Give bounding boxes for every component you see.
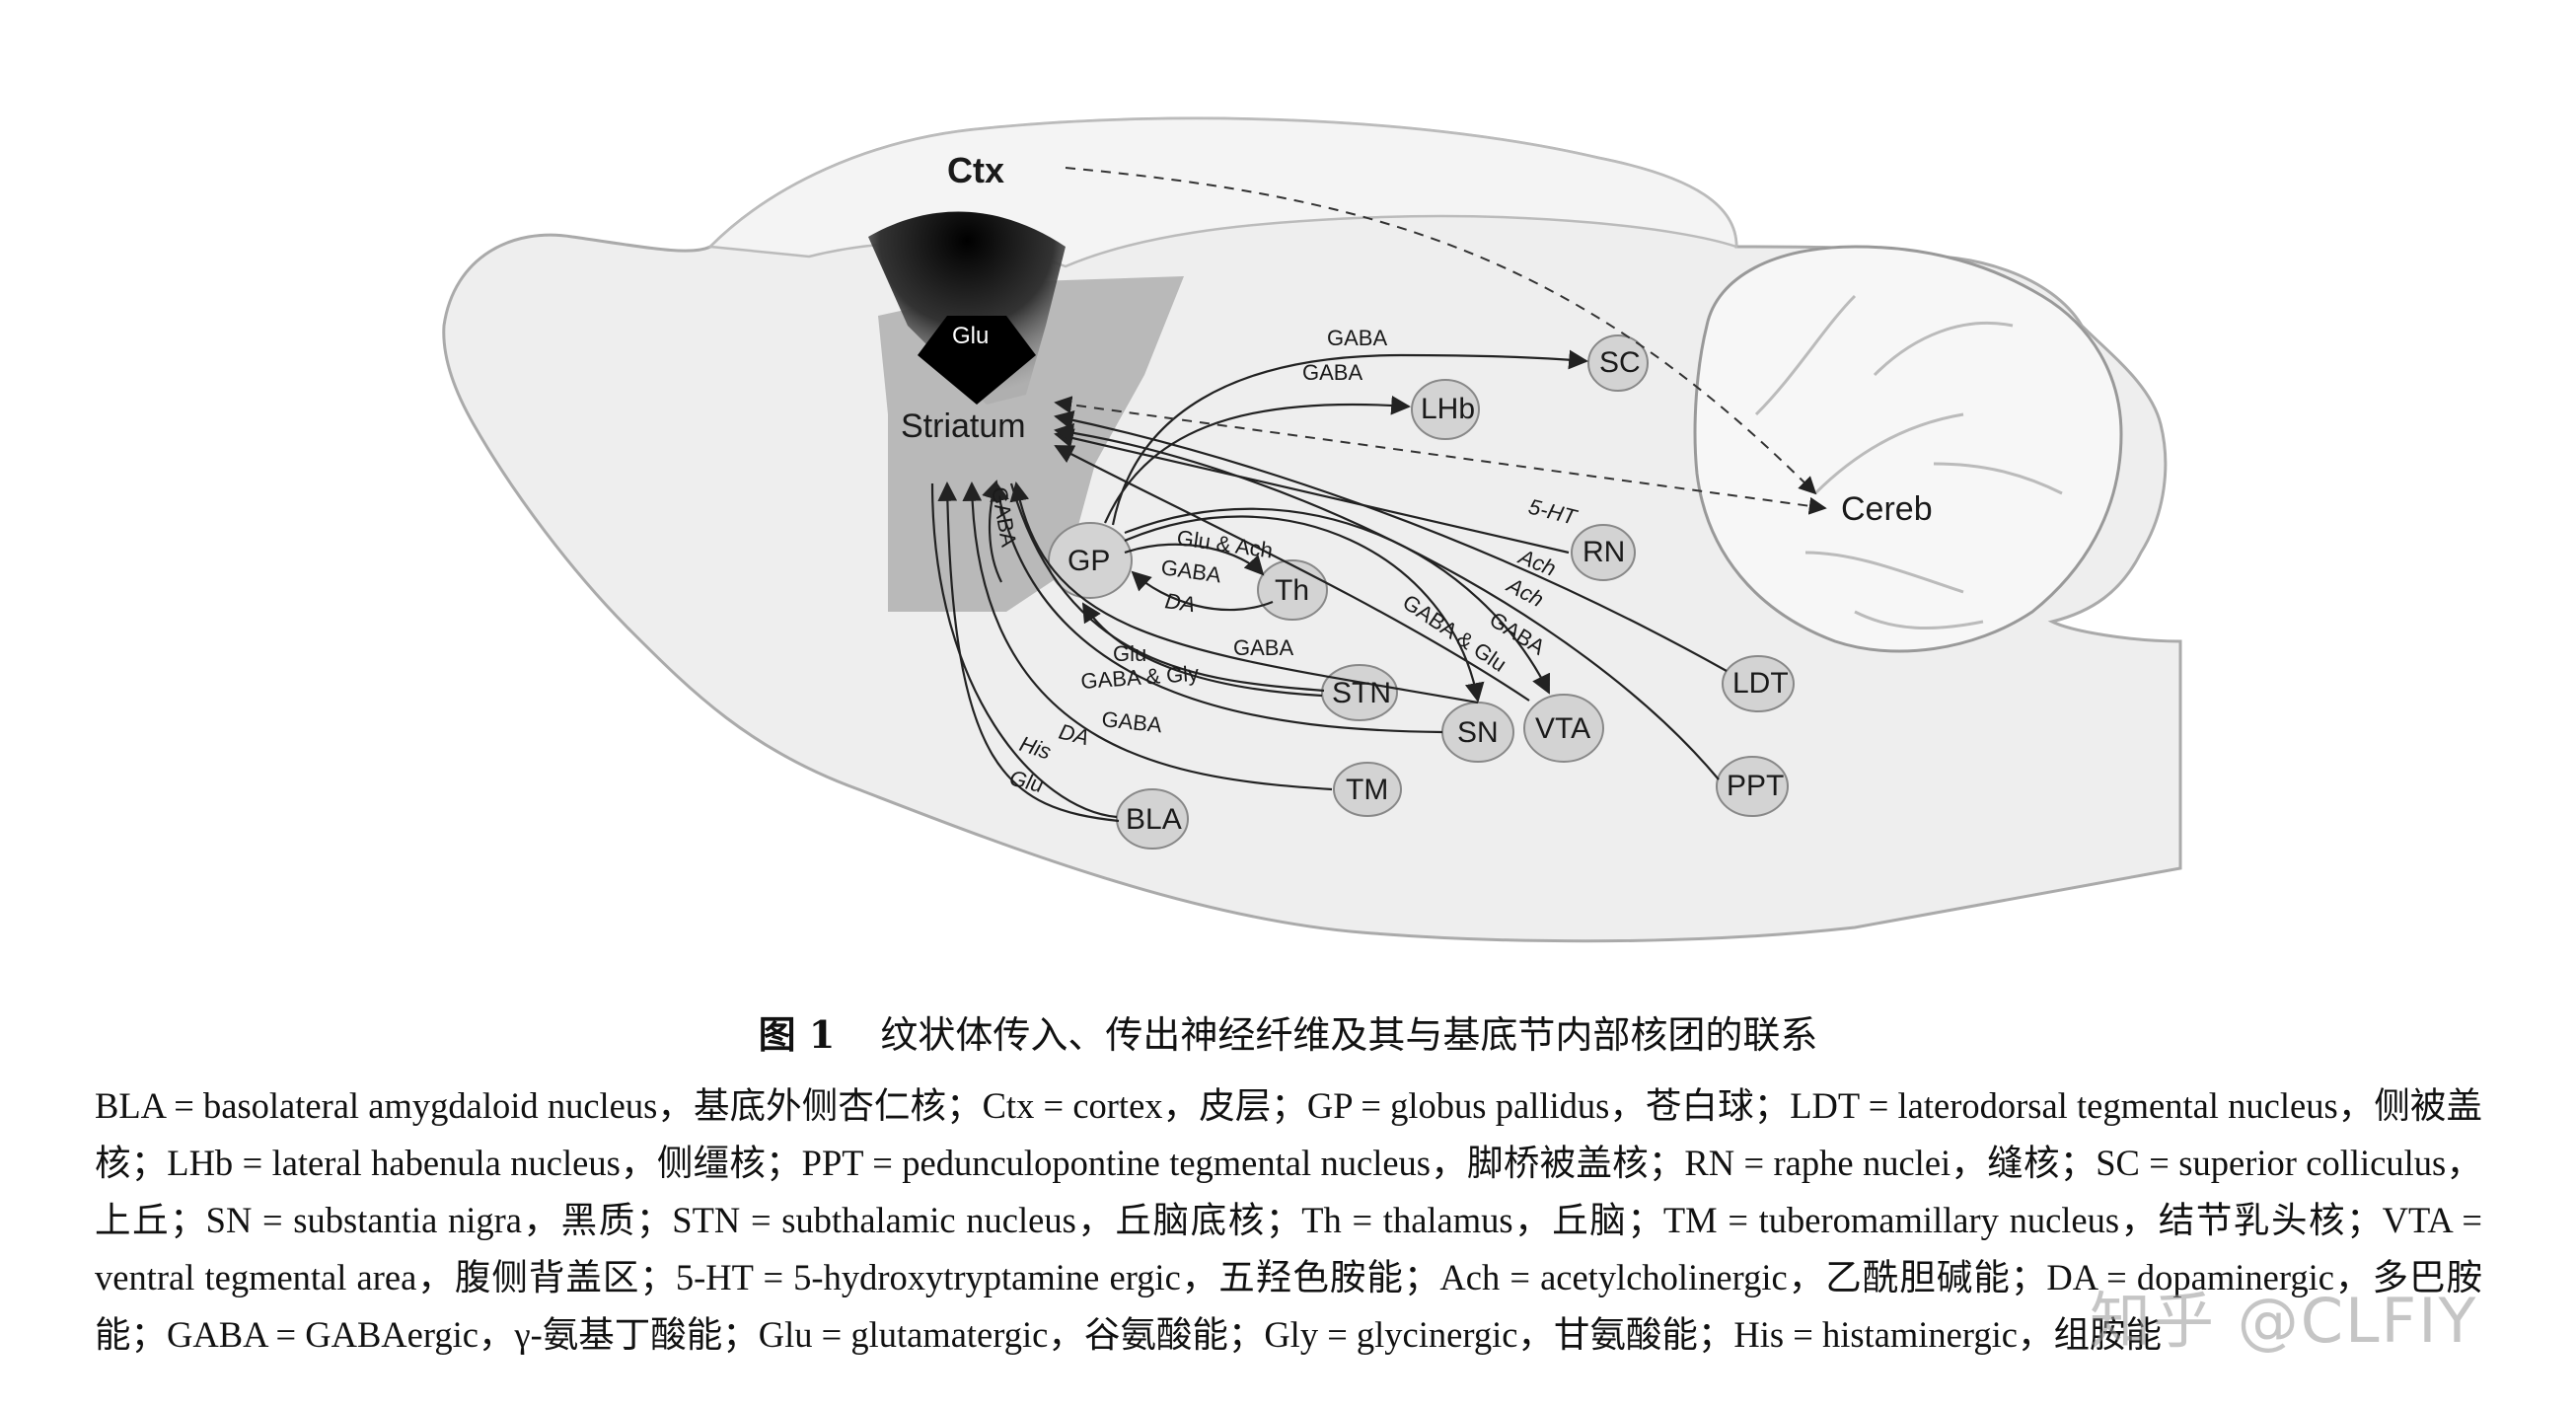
nucleus-tm — [1333, 762, 1402, 817]
striatum-label: Striatum — [901, 407, 1026, 445]
label-vta: VTA — [1535, 712, 1590, 745]
figure-number: 图 1 — [758, 1012, 836, 1057]
nucleus-bla — [1116, 788, 1189, 850]
label-lhb: LHb — [1421, 393, 1475, 425]
glu-arrow-label: Glu — [952, 323, 989, 349]
label-rn: RN — [1582, 536, 1625, 568]
figure-title: 纹状体传入、传出神经纤维及其与基底节内部核团的联系 — [880, 1013, 1818, 1057]
conn-gaba-lhb: GABA — [1302, 360, 1362, 385]
nucleus-ppt — [1716, 756, 1789, 817]
conn-gaba-sc: GABA — [1327, 326, 1387, 350]
conn-gaba-sn: GABA — [1233, 635, 1293, 660]
nucleus-rn — [1571, 524, 1636, 581]
brain-diagram: Ctx Striatum Cereb Glu GP Th STN SN VTA … — [442, 116, 2182, 943]
conn-da-th: DA — [1163, 588, 1197, 617]
nucleus-ldt — [1722, 655, 1795, 712]
label-bla: BLA — [1126, 803, 1182, 836]
label-ppt: PPT — [1727, 770, 1784, 802]
label-tm: TM — [1346, 774, 1388, 806]
nucleus-gp — [1048, 522, 1133, 599]
label-sn: SN — [1457, 716, 1499, 749]
conn-glu-stn: Glu — [1113, 641, 1146, 666]
label-gp: GP — [1067, 545, 1110, 577]
cerebellum — [1693, 245, 2123, 653]
label-stn: STN — [1332, 677, 1391, 709]
dashed-connections — [1054, 167, 1827, 515]
ctx-label: Ctx — [947, 150, 1004, 190]
label-sc: SC — [1599, 346, 1641, 379]
abbreviation-legend: BLA = basolateral amygdaloid nucleus，基底外… — [95, 1085, 2482, 1355]
figure-caption: 图 1 纹状体传入、传出神经纤维及其与基底节内部核团的联系 — [0, 1004, 2576, 1059]
label-ldt: LDT — [1732, 667, 1789, 700]
nucleus-vta — [1523, 694, 1604, 763]
glu-arrow — [918, 316, 1036, 405]
cereb-label: Cereb — [1841, 490, 1933, 528]
label-th: Th — [1275, 574, 1309, 607]
nucleus-sc — [1587, 334, 1649, 392]
